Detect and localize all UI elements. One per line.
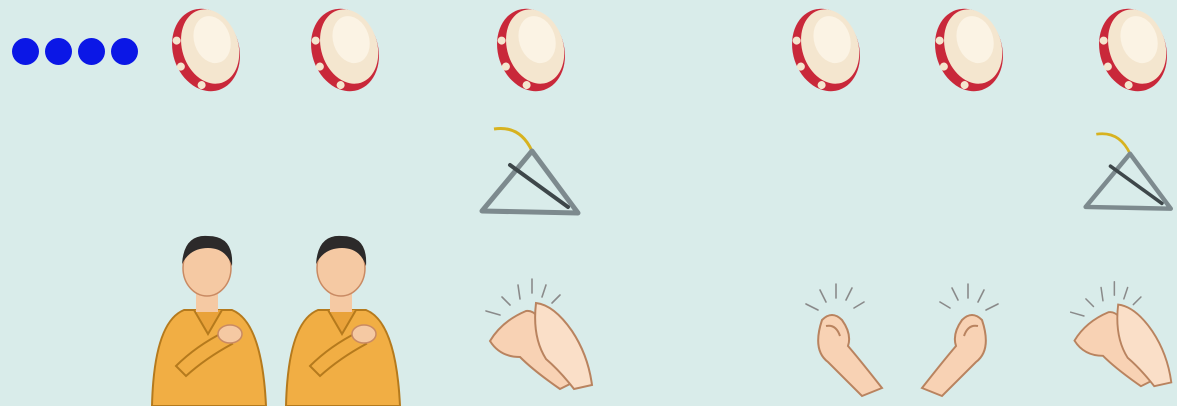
tambourine-icon bbox=[783, 2, 869, 98]
triangle-icon bbox=[1075, 125, 1177, 225]
pat-chest-icon bbox=[280, 226, 404, 406]
clap-hands-icon bbox=[1065, 275, 1177, 393]
tambourine-icon bbox=[163, 2, 249, 98]
pat-chest-icon bbox=[146, 226, 270, 406]
tambourine-icon bbox=[926, 2, 1012, 98]
beat-dots bbox=[12, 38, 138, 65]
beat-dot bbox=[111, 38, 138, 65]
beat-dot bbox=[45, 38, 72, 65]
beat-dot bbox=[78, 38, 105, 65]
clap-hands-icon bbox=[480, 275, 598, 393]
snap-fingers-icon bbox=[800, 280, 886, 398]
tambourine-icon bbox=[488, 2, 574, 98]
beat-dot bbox=[12, 38, 39, 65]
snap-fingers-icon bbox=[918, 280, 1004, 398]
tambourine-icon bbox=[302, 2, 388, 98]
tambourine-icon bbox=[1090, 2, 1176, 98]
triangle-icon bbox=[470, 125, 585, 225]
